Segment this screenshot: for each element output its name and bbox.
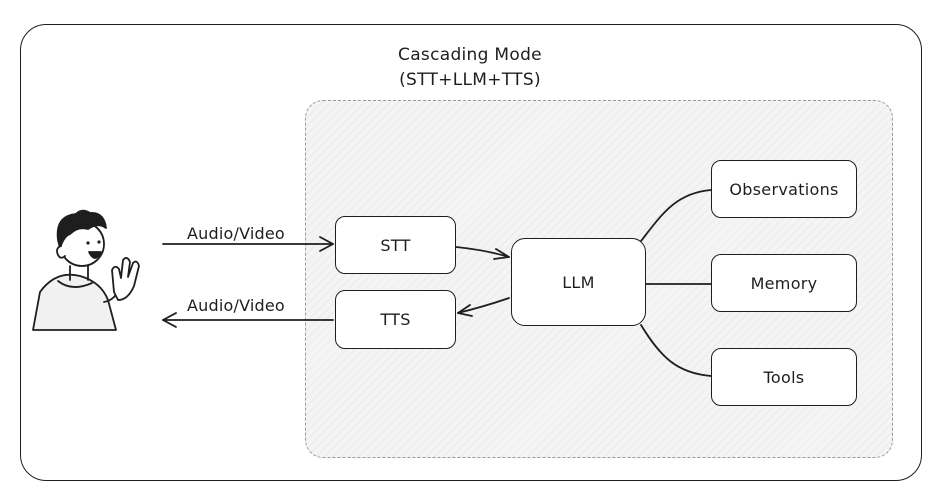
memory-node-label: Memory <box>750 273 818 293</box>
arrow-llm-to-tts-head <box>457 304 473 317</box>
arrow-stt-to-llm-head <box>493 248 510 260</box>
edge-label-tts-to-user: Audio/Video <box>187 296 285 315</box>
diagram-title: Cascading Mode <box>398 45 542 65</box>
tools-node-label: Tools <box>763 367 805 387</box>
waving-person-icon <box>32 209 140 331</box>
line-llm-to-observations <box>640 189 712 242</box>
arrow-tts-to-user-head <box>162 312 177 328</box>
observations-node: Observations <box>711 160 857 218</box>
stt-node-label: STT <box>380 235 411 255</box>
observations-node-label: Observations <box>729 179 839 199</box>
arrow-stt-to-llm <box>455 246 510 258</box>
memory-node: Memory <box>711 254 857 312</box>
tts-node: TTS <box>335 290 456 349</box>
tools-node: Tools <box>711 348 857 406</box>
llm-node-label: LLM <box>562 272 595 292</box>
arrow-llm-to-tts <box>457 297 510 314</box>
outer-frame <box>20 24 922 481</box>
line-llm-to-tools <box>640 324 712 377</box>
edge-label-user-to-stt: Audio/Video <box>187 224 285 243</box>
arrow-user-to-stt-head <box>319 236 334 252</box>
llm-node: LLM <box>511 238 646 326</box>
tts-node-label: TTS <box>380 310 411 329</box>
diagram-subtitle: (STT+LLM+TTS) <box>399 70 541 90</box>
stt-node: STT <box>335 216 456 274</box>
